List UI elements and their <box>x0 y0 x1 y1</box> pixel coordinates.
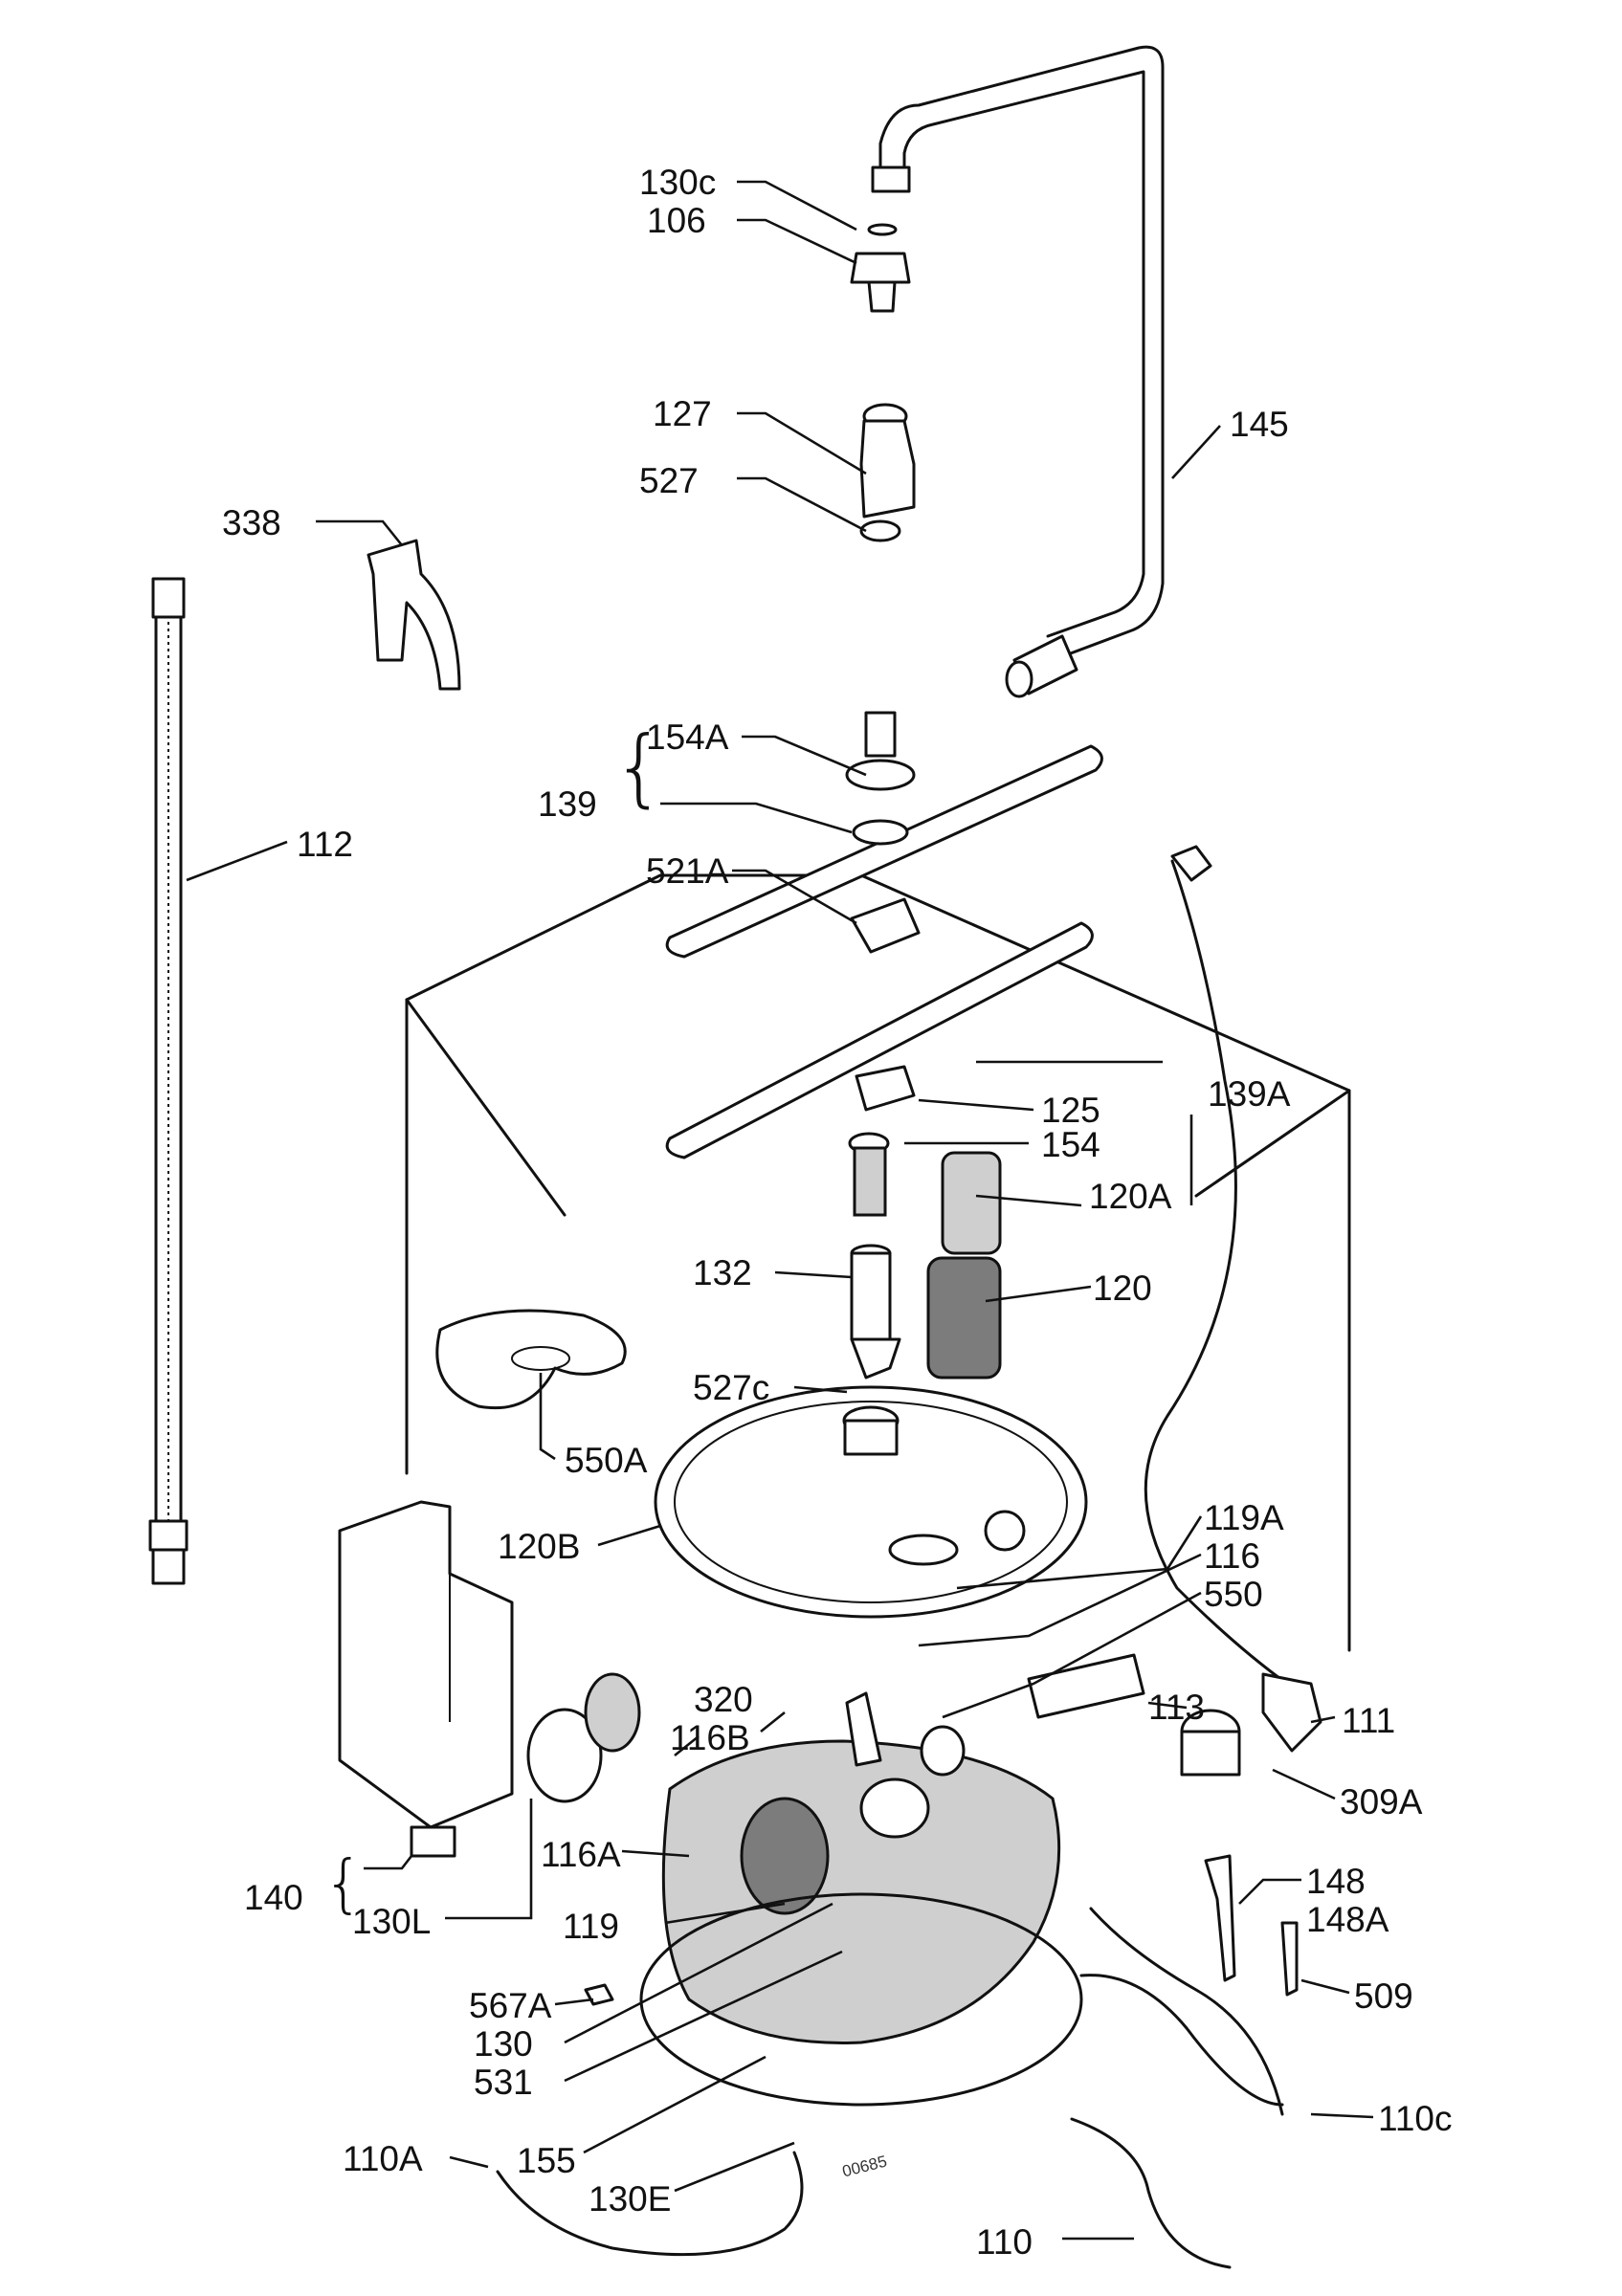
label-567a: 567A <box>469 1986 552 2025</box>
label-309a: 309A <box>1340 1782 1423 1821</box>
label-139: 139 <box>538 784 597 824</box>
part-112-hose <box>148 577 189 1585</box>
part-120b-plate <box>654 1385 1088 1619</box>
part-148-509 <box>1204 1854 1299 1997</box>
label-130l: 130L <box>352 1902 432 1941</box>
label-338: 338 <box>222 503 281 542</box>
part-338-clip <box>367 539 461 691</box>
part-320-130l <box>526 1672 641 1803</box>
label-130: 130 <box>474 2024 533 2064</box>
label-527c: 527c <box>693 1368 770 1407</box>
label-112: 112 <box>297 825 353 864</box>
label-116a: 116A <box>541 1835 621 1874</box>
part-154-132 <box>848 1132 901 1380</box>
pump-sump-assembly <box>661 1691 1061 2044</box>
part-139a-lower-spray-arm <box>665 921 1193 1205</box>
label-509: 509 <box>1354 1976 1413 2016</box>
label-154a: 154A <box>646 718 729 757</box>
part-140-box <box>338 1500 514 1858</box>
label-550: 550 <box>1204 1575 1263 1614</box>
upper-spray-tube <box>871 45 1165 698</box>
label-527: 527 <box>639 461 699 500</box>
label-119a: 119A <box>1204 1498 1284 1537</box>
label-113: 113 <box>1148 1688 1205 1727</box>
label-132: 132 <box>693 1253 752 1292</box>
label-110c: 110c <box>1378 2099 1453 2138</box>
label-145: 145 <box>1230 405 1289 444</box>
label-120b: 120B <box>498 1527 581 1566</box>
label-110a: 110A <box>343 2139 423 2178</box>
label-130c: 130c <box>639 163 717 202</box>
label-140: 140 <box>244 1878 303 1917</box>
label-130e: 130E <box>589 2179 672 2219</box>
label-127: 127 <box>653 394 712 433</box>
label-116b: 116B <box>670 1718 750 1757</box>
label-106: 106 <box>647 201 706 240</box>
label-119: 119 <box>563 1907 619 1946</box>
label-521a: 521A <box>646 851 729 891</box>
part-550a-strainer <box>435 1309 627 1410</box>
label-155: 155 <box>517 2141 576 2180</box>
label-148: 148 <box>1306 1862 1366 1901</box>
label-320: 320 <box>694 1680 753 1719</box>
label-125: 125 <box>1041 1091 1100 1130</box>
part-106-nut <box>850 223 911 313</box>
part-113-111-309a <box>1027 845 1322 1777</box>
label-120: 120 <box>1093 1269 1152 1308</box>
leader-lines <box>186 180 1374 2241</box>
label-531: 531 <box>474 2063 533 2102</box>
label-120a: 120A <box>1089 1177 1172 1216</box>
label-154: 154 <box>1041 1125 1100 1164</box>
label-550a: 550A <box>565 1441 648 1480</box>
label-116: 116 <box>1204 1536 1260 1576</box>
label-110: 110 <box>976 2222 1033 2262</box>
label-111: 111 <box>1342 1701 1396 1740</box>
tub-outline <box>405 873 1351 1652</box>
label-139a: 139A <box>1208 1074 1291 1114</box>
part-127-connector <box>859 403 916 542</box>
drain-hoses <box>496 1907 1284 2269</box>
part-155-gasket <box>639 1892 1083 2107</box>
label-148a: 148A <box>1306 1900 1389 1939</box>
brace-139: { <box>612 718 666 816</box>
part-139-upper-spray-arm <box>665 711 1103 959</box>
part-567a <box>584 1983 614 2006</box>
part-120-filters <box>926 1151 1002 1380</box>
brace-140: { <box>323 1846 364 1920</box>
